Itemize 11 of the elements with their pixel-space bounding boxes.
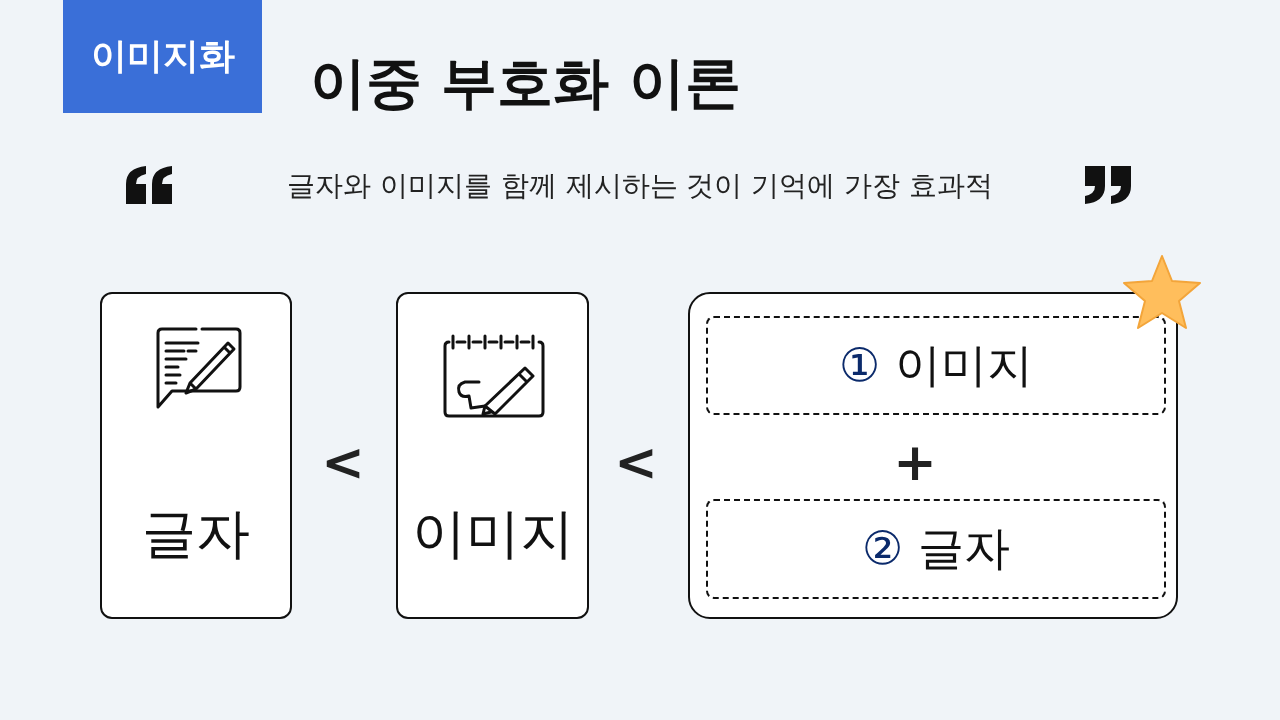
less-than-sign: < bbox=[614, 431, 658, 494]
title-badge: 이미지화 bbox=[63, 0, 262, 113]
dashed-box: ② 글자 bbox=[706, 499, 1166, 599]
image-card: 이미지 bbox=[396, 292, 589, 619]
plus-sign: + bbox=[893, 431, 937, 494]
dashed-box: ① 이미지 bbox=[706, 316, 1166, 415]
text-card: 글자 bbox=[100, 292, 292, 619]
title: 이중 부호화 이론 bbox=[310, 49, 741, 117]
quote-text: 글자와 이미지를 함께 제시하는 것이 기억에 가장 효과적 bbox=[286, 168, 994, 203]
combined-card bbox=[688, 292, 1178, 619]
less-than-sign: < bbox=[321, 431, 365, 494]
